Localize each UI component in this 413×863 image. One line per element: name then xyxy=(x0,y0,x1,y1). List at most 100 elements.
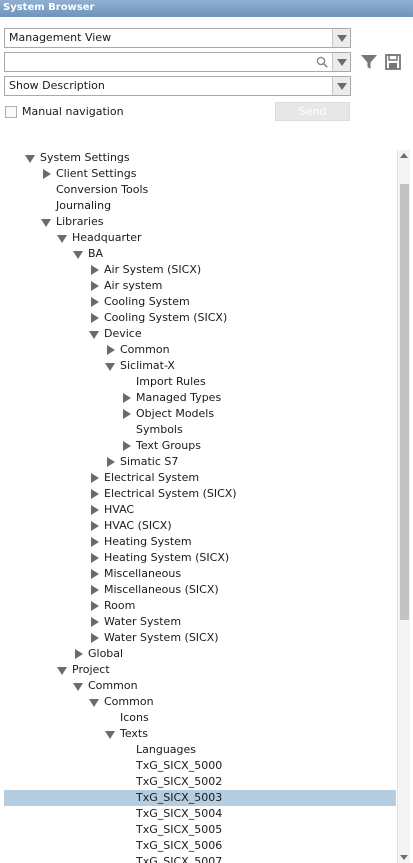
tree-node[interactable]: Common xyxy=(4,694,396,710)
collapse-arrow-icon[interactable] xyxy=(41,169,51,179)
expand-arrow-icon[interactable] xyxy=(105,729,115,739)
tree-node[interactable]: Heating System (SICX) xyxy=(4,550,396,566)
tree-node[interactable]: Water System (SICX) xyxy=(4,630,396,646)
scroll-down-icon[interactable] xyxy=(398,851,410,863)
tree-node[interactable]: Siclimat-X xyxy=(4,358,396,374)
expand-arrow-icon[interactable] xyxy=(25,153,35,163)
expand-arrow-icon[interactable] xyxy=(89,697,99,707)
collapse-arrow-icon[interactable] xyxy=(89,569,99,579)
tree-node[interactable]: Project xyxy=(4,662,396,678)
tree-node[interactable]: Electrical System (SICX) xyxy=(4,486,396,502)
tree-node[interactable]: HVAC (SICX) xyxy=(4,518,396,534)
tree-node[interactable]: Languages xyxy=(4,742,396,758)
tree-node[interactable]: Air System (SICX) xyxy=(4,262,396,278)
tree-node[interactable]: BA xyxy=(4,246,396,262)
collapse-arrow-icon[interactable] xyxy=(89,473,99,483)
tree-node[interactable]: Water System xyxy=(4,614,396,630)
manual-navigation-checkbox[interactable] xyxy=(5,106,17,118)
tree-node[interactable]: Miscellaneous xyxy=(4,566,396,582)
collapse-arrow-icon[interactable] xyxy=(89,633,99,643)
collapse-arrow-icon[interactable] xyxy=(121,409,131,419)
tree-node[interactable]: TxG_SICX_5007 xyxy=(4,854,396,863)
tree-node[interactable]: Headquarter xyxy=(4,230,396,246)
collapse-arrow-icon[interactable] xyxy=(89,601,99,611)
expand-arrow-icon[interactable] xyxy=(73,249,83,259)
view-select-chevron-down-icon[interactable] xyxy=(332,29,350,47)
manual-navigation-row[interactable]: Manual navigation xyxy=(4,104,204,120)
tree-node[interactable]: Icons xyxy=(4,710,396,726)
tree-node[interactable]: Common xyxy=(4,678,396,694)
tree-node-label: BA xyxy=(88,247,104,260)
tree-node[interactable]: Client Settings xyxy=(4,166,396,182)
search-icon[interactable] xyxy=(316,56,328,68)
collapse-arrow-icon[interactable] xyxy=(89,521,99,531)
collapse-arrow-icon[interactable] xyxy=(89,505,99,515)
tree-node[interactable]: Miscellaneous (SICX) xyxy=(4,582,396,598)
collapse-arrow-icon[interactable] xyxy=(73,649,83,659)
tree-node[interactable]: Journaling xyxy=(4,198,396,214)
expand-arrow-icon[interactable] xyxy=(89,329,99,339)
tree-node-label: Client Settings xyxy=(56,167,137,180)
tree-node-label: Import Rules xyxy=(136,375,206,388)
vertical-scrollbar[interactable] xyxy=(397,150,410,863)
tree-node[interactable]: Device xyxy=(4,326,396,342)
description-select-chevron-down-icon[interactable] xyxy=(332,77,350,95)
tree-node[interactable]: HVAC xyxy=(4,502,396,518)
filter-icon[interactable] xyxy=(360,53,378,71)
tree-node[interactable]: Libraries xyxy=(4,214,396,230)
scroll-thumb[interactable] xyxy=(400,184,409,620)
tree-node[interactable]: Room xyxy=(4,598,396,614)
collapse-arrow-icon[interactable] xyxy=(89,265,99,275)
collapse-arrow-icon[interactable] xyxy=(121,441,131,451)
tree-node[interactable]: TxG_SICX_5005 xyxy=(4,822,396,838)
view-select[interactable]: Management View xyxy=(4,28,351,48)
expand-arrow-icon[interactable] xyxy=(41,217,51,227)
tree-node[interactable]: Conversion Tools xyxy=(4,182,396,198)
send-button[interactable]: Send xyxy=(275,102,350,121)
expand-arrow-icon[interactable] xyxy=(57,233,67,243)
tree-node[interactable]: Air system xyxy=(4,278,396,294)
tree-node[interactable]: Managed Types xyxy=(4,390,396,406)
tree-node[interactable]: Cooling System xyxy=(4,294,396,310)
expand-arrow-icon[interactable] xyxy=(105,361,115,371)
collapse-arrow-icon[interactable] xyxy=(89,585,99,595)
collapse-arrow-icon[interactable] xyxy=(105,457,115,467)
description-select[interactable]: Show Description xyxy=(4,76,351,96)
tree-node[interactable]: Common xyxy=(4,342,396,358)
collapse-arrow-icon[interactable] xyxy=(89,537,99,547)
save-icon[interactable] xyxy=(384,53,402,71)
search-chevron-down-icon[interactable] xyxy=(332,53,350,71)
collapse-arrow-icon[interactable] xyxy=(89,553,99,563)
tree-node[interactable]: TxG_SICX_5003 xyxy=(4,790,396,806)
tree-node[interactable]: Cooling System (SICX) xyxy=(4,310,396,326)
expand-arrow-icon[interactable] xyxy=(73,681,83,691)
collapse-arrow-icon[interactable] xyxy=(89,297,99,307)
tree-node[interactable]: TxG_SICX_5006 xyxy=(4,838,396,854)
tree-node-label: HVAC xyxy=(104,503,135,516)
tree-node[interactable]: TxG_SICX_5002 xyxy=(4,774,396,790)
tree-node[interactable]: Heating System xyxy=(4,534,396,550)
tree-node-label: Air system xyxy=(104,279,163,292)
tree-node[interactable]: Texts xyxy=(4,726,396,742)
collapse-arrow-icon[interactable] xyxy=(105,345,115,355)
tree-node[interactable]: TxG_SICX_5004 xyxy=(4,806,396,822)
collapse-arrow-icon[interactable] xyxy=(89,489,99,499)
tree-node[interactable]: Electrical System xyxy=(4,470,396,486)
expand-arrow-icon[interactable] xyxy=(57,665,67,675)
search-combo[interactable] xyxy=(4,52,351,72)
tree-node[interactable]: Symbols xyxy=(4,422,396,438)
collapse-arrow-icon[interactable] xyxy=(89,313,99,323)
collapse-arrow-icon[interactable] xyxy=(89,281,99,291)
tree-node[interactable]: Object Models xyxy=(4,406,396,422)
scroll-up-icon[interactable] xyxy=(398,150,410,162)
tree-node-label: Headquarter xyxy=(72,231,142,244)
tree-node[interactable]: Import Rules xyxy=(4,374,396,390)
tree-node[interactable]: Global xyxy=(4,646,396,662)
tree-node[interactable]: System Settings xyxy=(4,150,396,166)
tree-node[interactable]: Simatic S7 xyxy=(4,454,396,470)
collapse-arrow-icon[interactable] xyxy=(89,617,99,627)
collapse-arrow-icon[interactable] xyxy=(121,393,131,403)
tree-node[interactable]: Text Groups xyxy=(4,438,396,454)
tree-node[interactable]: TxG_SICX_5000 xyxy=(4,758,396,774)
